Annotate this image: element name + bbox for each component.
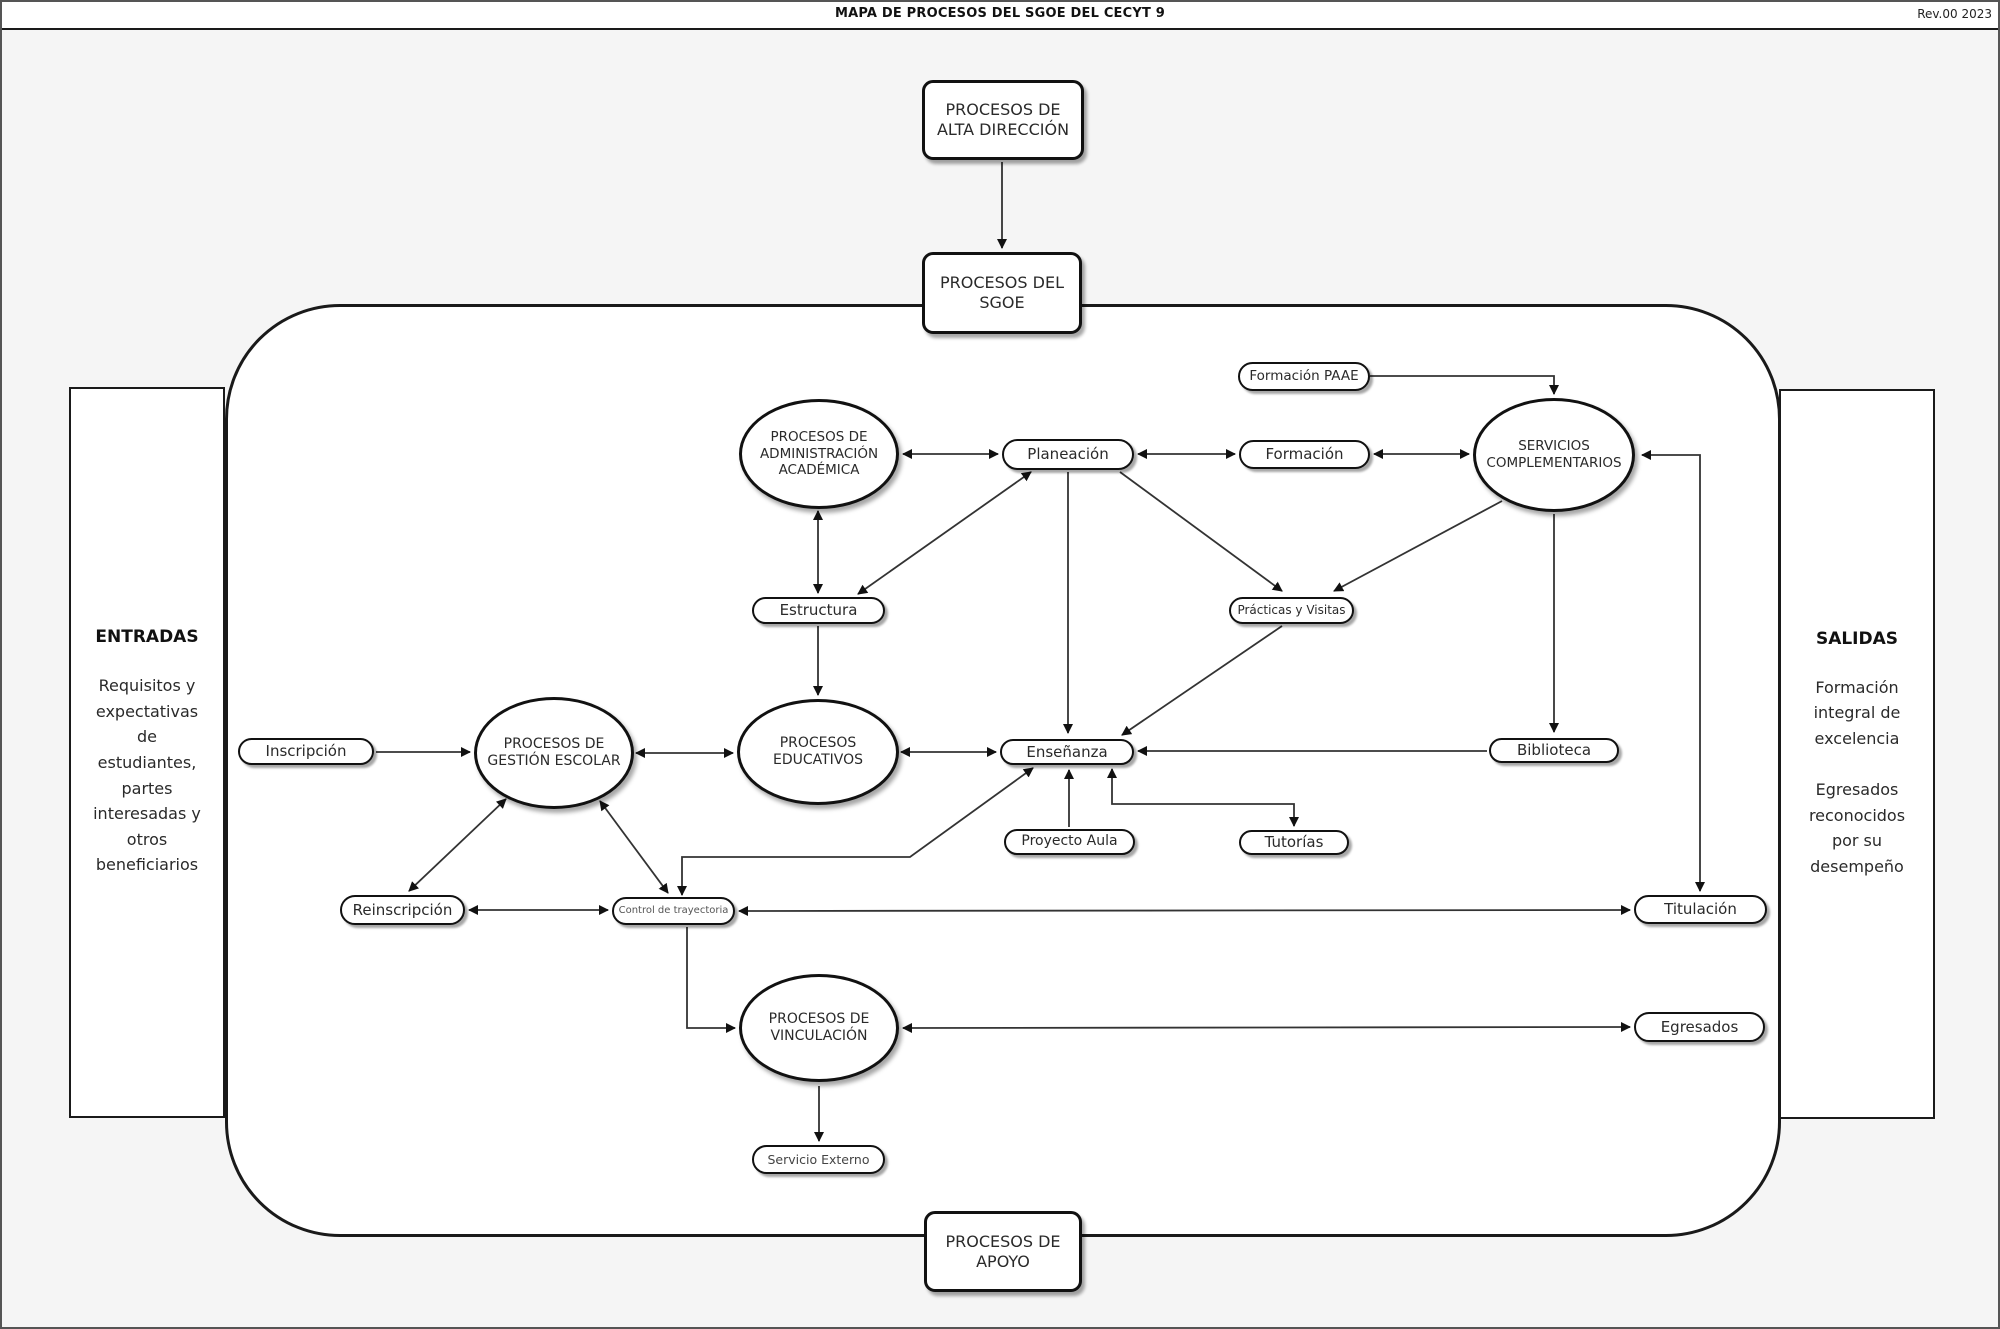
edge-planeacion-to-practicas bbox=[1119, 471, 1283, 592]
node-egresados: Egresados bbox=[1634, 1012, 1765, 1042]
node-titulacion: Titulación bbox=[1634, 895, 1767, 924]
edge-servicios-to-practicas bbox=[1333, 500, 1503, 592]
edge-control-to-vinculacion bbox=[686, 927, 736, 1033]
entradas-body: Requisitos y expectativas de estudiantes… bbox=[93, 676, 201, 875]
page-title: MAPA DE PROCESOS DEL SGOE DEL CECYT 9 bbox=[834, 6, 1166, 21]
edge-gestion-reinscripcion bbox=[408, 798, 507, 892]
edge-estructura-planeacion bbox=[857, 471, 1032, 595]
node-control-de-trayectoria: Control de trayectoria bbox=[612, 897, 735, 925]
node-planeacion: Planeación bbox=[1002, 439, 1134, 470]
revision-label: Rev.00 2023 bbox=[1917, 7, 1992, 21]
node-procesos-de-apoyo: PROCESOS DE APOYO bbox=[924, 1211, 1082, 1292]
node-biblioteca: Biblioteca bbox=[1489, 738, 1619, 763]
node-servicios-complementarios: SERVICIOS COMPLEMENTARIOS bbox=[1473, 398, 1635, 512]
edge-control-titulacion bbox=[738, 905, 1631, 916]
edge-gestion-control bbox=[599, 800, 669, 894]
edge-servicios-titulacion bbox=[1641, 450, 1705, 892]
edge-ensenanza-control bbox=[677, 767, 1034, 896]
node-estructura: Estructura bbox=[752, 597, 885, 624]
node-procesos-educativos: PROCESOS EDUCATIVOS bbox=[737, 699, 899, 805]
entradas-heading: ENTRADAS bbox=[95, 627, 199, 648]
node-reinscripcion: Reinscripción bbox=[340, 895, 465, 925]
edge-paae-to-servicios bbox=[1370, 375, 1559, 395]
title-bar: MAPA DE PROCESOS DEL SGOE DEL CECYT 9 Re… bbox=[2, 2, 1998, 30]
node-procesos-vinculacion: PROCESOS DE VINCULACIÓN bbox=[739, 974, 899, 1082]
node-proyecto-aula: Proyecto Aula bbox=[1004, 829, 1135, 855]
salidas-panel: SALIDAS Formación integral de excelencia… bbox=[1779, 389, 1935, 1119]
node-practicas-y-visitas: Prácticas y Visitas bbox=[1229, 597, 1354, 624]
node-tutorias: Tutorías bbox=[1239, 830, 1349, 855]
node-procesos-alta-direccion: PROCESOS DE ALTA DIRECCIÓN bbox=[922, 80, 1084, 160]
node-procesos-gestion-escolar: PROCESOS DE GESTIÓN ESCOLAR bbox=[474, 697, 634, 809]
node-formacion: Formación bbox=[1239, 440, 1370, 469]
node-procesos-administracion-academica: PROCESOS DE ADMINISTRACIÓN ACADÉMICA bbox=[739, 399, 899, 509]
node-ensenanza: Enseñanza bbox=[1000, 739, 1134, 765]
node-inscripcion: Inscripción bbox=[238, 738, 374, 765]
node-procesos-del-sgoe: PROCESOS DEL SGOE bbox=[922, 252, 1082, 334]
salidas-heading: SALIDAS bbox=[1815, 628, 1899, 649]
node-servicio-externo: Servicio Externo bbox=[752, 1145, 885, 1174]
salidas-body: Formación integral de excelencia Egresad… bbox=[1808, 677, 1906, 876]
entradas-panel: ENTRADAS Requisitos y expectativas de es… bbox=[69, 387, 225, 1118]
edge-vinculacion-egresados bbox=[902, 1022, 1631, 1033]
edge-practicas-to-ensenanza bbox=[1121, 625, 1283, 736]
node-formacion-paae: Formación PAAE bbox=[1238, 362, 1370, 391]
edge-ensenanza-tutorias bbox=[1107, 768, 1299, 827]
